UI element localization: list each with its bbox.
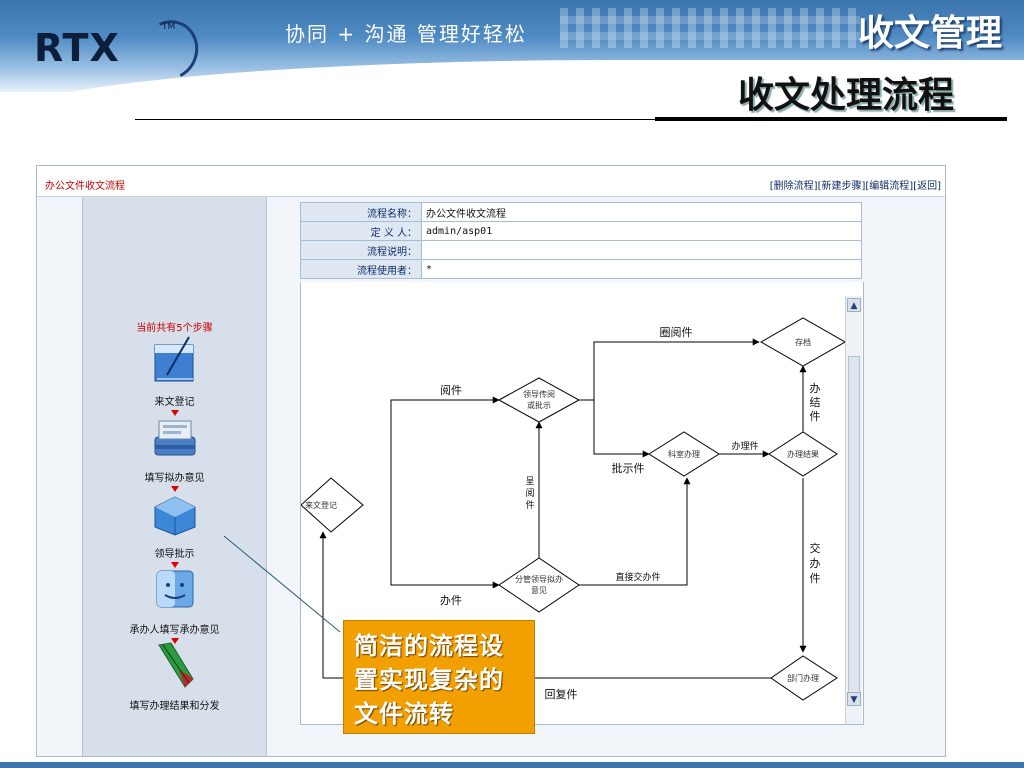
step-label: 填写拟办意见 — [144, 473, 205, 484]
edit-flow-link[interactable]: [编辑流程] — [865, 181, 914, 192]
edge-label: 呈 — [525, 476, 534, 487]
edge-label: 办理件 — [731, 440, 758, 452]
inbox-tray-icon — [154, 420, 195, 456]
window-toolbar: 办公文件收文流程 [删除流程][新建步骤][编辑流程][返回] — [37, 166, 945, 197]
node-label: 存档 — [795, 337, 811, 347]
pen-icon — [157, 642, 194, 688]
footer-bar — [0, 762, 1024, 768]
node-start[interactable] — [301, 477, 364, 533]
rtx-logo: RTX TM — [34, 12, 207, 88]
workflow-title: 办公文件收文流程 — [45, 181, 125, 192]
step-item[interactable]: 来文登记 — [83, 335, 266, 416]
scroll-up-icon[interactable]: ▲ — [847, 298, 861, 312]
step-count: 当前共有5个步骤 — [136, 323, 213, 334]
edge-read — [390, 396, 500, 505]
slogan: 协同 + 沟通 管理好轻松 — [285, 22, 527, 46]
step-item[interactable]: 填写办理结果和分发 — [83, 639, 266, 712]
binder-icon — [154, 496, 195, 536]
node-label: 分管领导拟办 — [515, 574, 563, 584]
step-label: 来文登记 — [154, 397, 195, 408]
edge-circulate — [579, 338, 760, 401]
book-icon — [154, 336, 193, 382]
info-key: 流程说明： — [300, 240, 422, 260]
node-leader[interactable] — [497, 377, 581, 423]
step-label: 承办人填写承办意见 — [129, 625, 220, 636]
node-deputy[interactable] — [498, 557, 580, 613]
steps-sidebar: 当前共有5个步骤 来文登记 填写拟办意见 — [82, 197, 267, 756]
back-link[interactable]: [返回] — [913, 181, 941, 192]
node-label: 部门办理 — [787, 673, 819, 683]
edge-label: 件 — [810, 410, 821, 423]
edge-instruction — [593, 400, 650, 458]
edge-label: 办 — [810, 557, 821, 570]
arrow-down-icon — [170, 562, 179, 568]
info-key: 定 义 人： — [300, 221, 422, 241]
logo-trademark: TM — [162, 22, 176, 32]
logo-text: RTX — [34, 26, 120, 70]
edge-label: 直接交办件 — [615, 571, 660, 583]
node-label: 领导传阅 — [523, 389, 555, 399]
table-row: 流程使用者： * — [300, 259, 862, 279]
info-key: 流程使用者： — [300, 259, 422, 279]
vertical-scrollbar[interactable]: ▲ ▼ — [845, 296, 862, 724]
node-label: 来文登记 — [305, 500, 337, 510]
edge-label: 件 — [525, 499, 534, 511]
node-archive[interactable] — [759, 317, 845, 367]
scroll-thumb[interactable] — [848, 356, 860, 696]
toolbar-links: [删除流程][新建步骤][编辑流程][返回] — [770, 177, 941, 192]
edge-direct — [579, 477, 691, 586]
edge-label: 交 — [810, 541, 821, 555]
node-label: 或批示 — [527, 400, 551, 410]
page-title: 收文管理 — [857, 13, 1002, 54]
edge-label: 件 — [810, 572, 821, 585]
table-row: 流程说明： — [300, 240, 862, 260]
banner-pattern — [560, 8, 860, 48]
new-step-link[interactable]: [新建步骤] — [817, 181, 866, 192]
step-item[interactable]: 领导批示 — [83, 487, 266, 568]
edge-label: 办件 — [440, 594, 462, 607]
page-subtitle: 收文处理流程 — [737, 75, 954, 116]
edge-label: 结 — [810, 396, 821, 409]
table-row: 定 义 人： admin/asp01 — [300, 221, 862, 241]
info-value — [421, 240, 862, 260]
edge-label: 阅件 — [440, 384, 462, 397]
step-label: 填写办理结果和分发 — [129, 701, 220, 712]
step-label: 领导批示 — [154, 549, 195, 560]
node-label: 办理结果 — [787, 449, 819, 459]
arrow-down-icon — [170, 638, 179, 644]
edge-handle — [390, 505, 500, 589]
node-label: 意见 — [531, 585, 547, 595]
callout-box: 简洁的流程设 置实现复杂的 文件流转 — [343, 620, 535, 734]
info-value: * — [421, 259, 862, 279]
step-item[interactable]: 填写拟办意见 — [83, 411, 266, 492]
node-office[interactable] — [648, 431, 720, 477]
info-value: admin/asp01 — [421, 221, 862, 241]
arrow-down-icon — [170, 486, 179, 492]
callout-line: 简洁的流程设 — [354, 632, 504, 660]
edge-label: 圈阅件 — [660, 326, 693, 339]
edge-label: 批示件 — [612, 461, 645, 475]
delete-flow-link[interactable]: [删除流程] — [769, 181, 818, 192]
divider-thin — [135, 119, 655, 120]
step-item[interactable]: 承办人填写承办意见 — [83, 563, 266, 644]
edge-label: 办 — [810, 382, 821, 395]
callout-line: 文件流转 — [354, 700, 454, 728]
edge-label: 回复件 — [545, 687, 578, 701]
callout-line: 置实现复杂的 — [354, 666, 504, 694]
flow-info-table: 流程名称： 办公文件收文流程 定 义 人： admin/asp01 流程说明： … — [300, 202, 862, 279]
flow-diagram: 来文登记 领导传阅 或批示 分管领导拟办 意见 科室办理 办理结果 存档 部门办… — [301, 317, 845, 701]
finder-icon — [156, 570, 193, 608]
table-row: 流程名称： 办公文件收文流程 — [300, 202, 862, 222]
info-value: 办公文件收文流程 — [421, 202, 862, 222]
node-dept[interactable] — [770, 655, 838, 701]
scroll-down-icon[interactable]: ▼ — [847, 692, 861, 706]
divider-thick — [655, 117, 1007, 121]
arrow-down-icon — [170, 410, 179, 416]
info-key: 流程名称： — [300, 202, 422, 222]
node-result[interactable] — [768, 431, 838, 477]
edge-label: 阅 — [525, 488, 534, 499]
node-label: 科室办理 — [668, 449, 700, 459]
